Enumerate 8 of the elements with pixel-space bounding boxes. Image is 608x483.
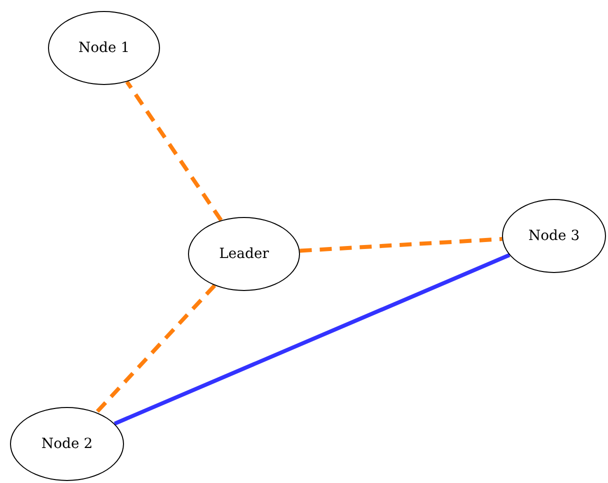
node-label: Node 3 xyxy=(528,228,580,244)
connector-line xyxy=(300,237,502,253)
connector-line xyxy=(125,80,223,222)
connector-line xyxy=(95,284,216,414)
node-label: Leader xyxy=(219,246,269,262)
connector-line xyxy=(114,253,510,426)
node-label: Node 2 xyxy=(41,436,93,452)
node-label: Node 1 xyxy=(78,40,130,56)
